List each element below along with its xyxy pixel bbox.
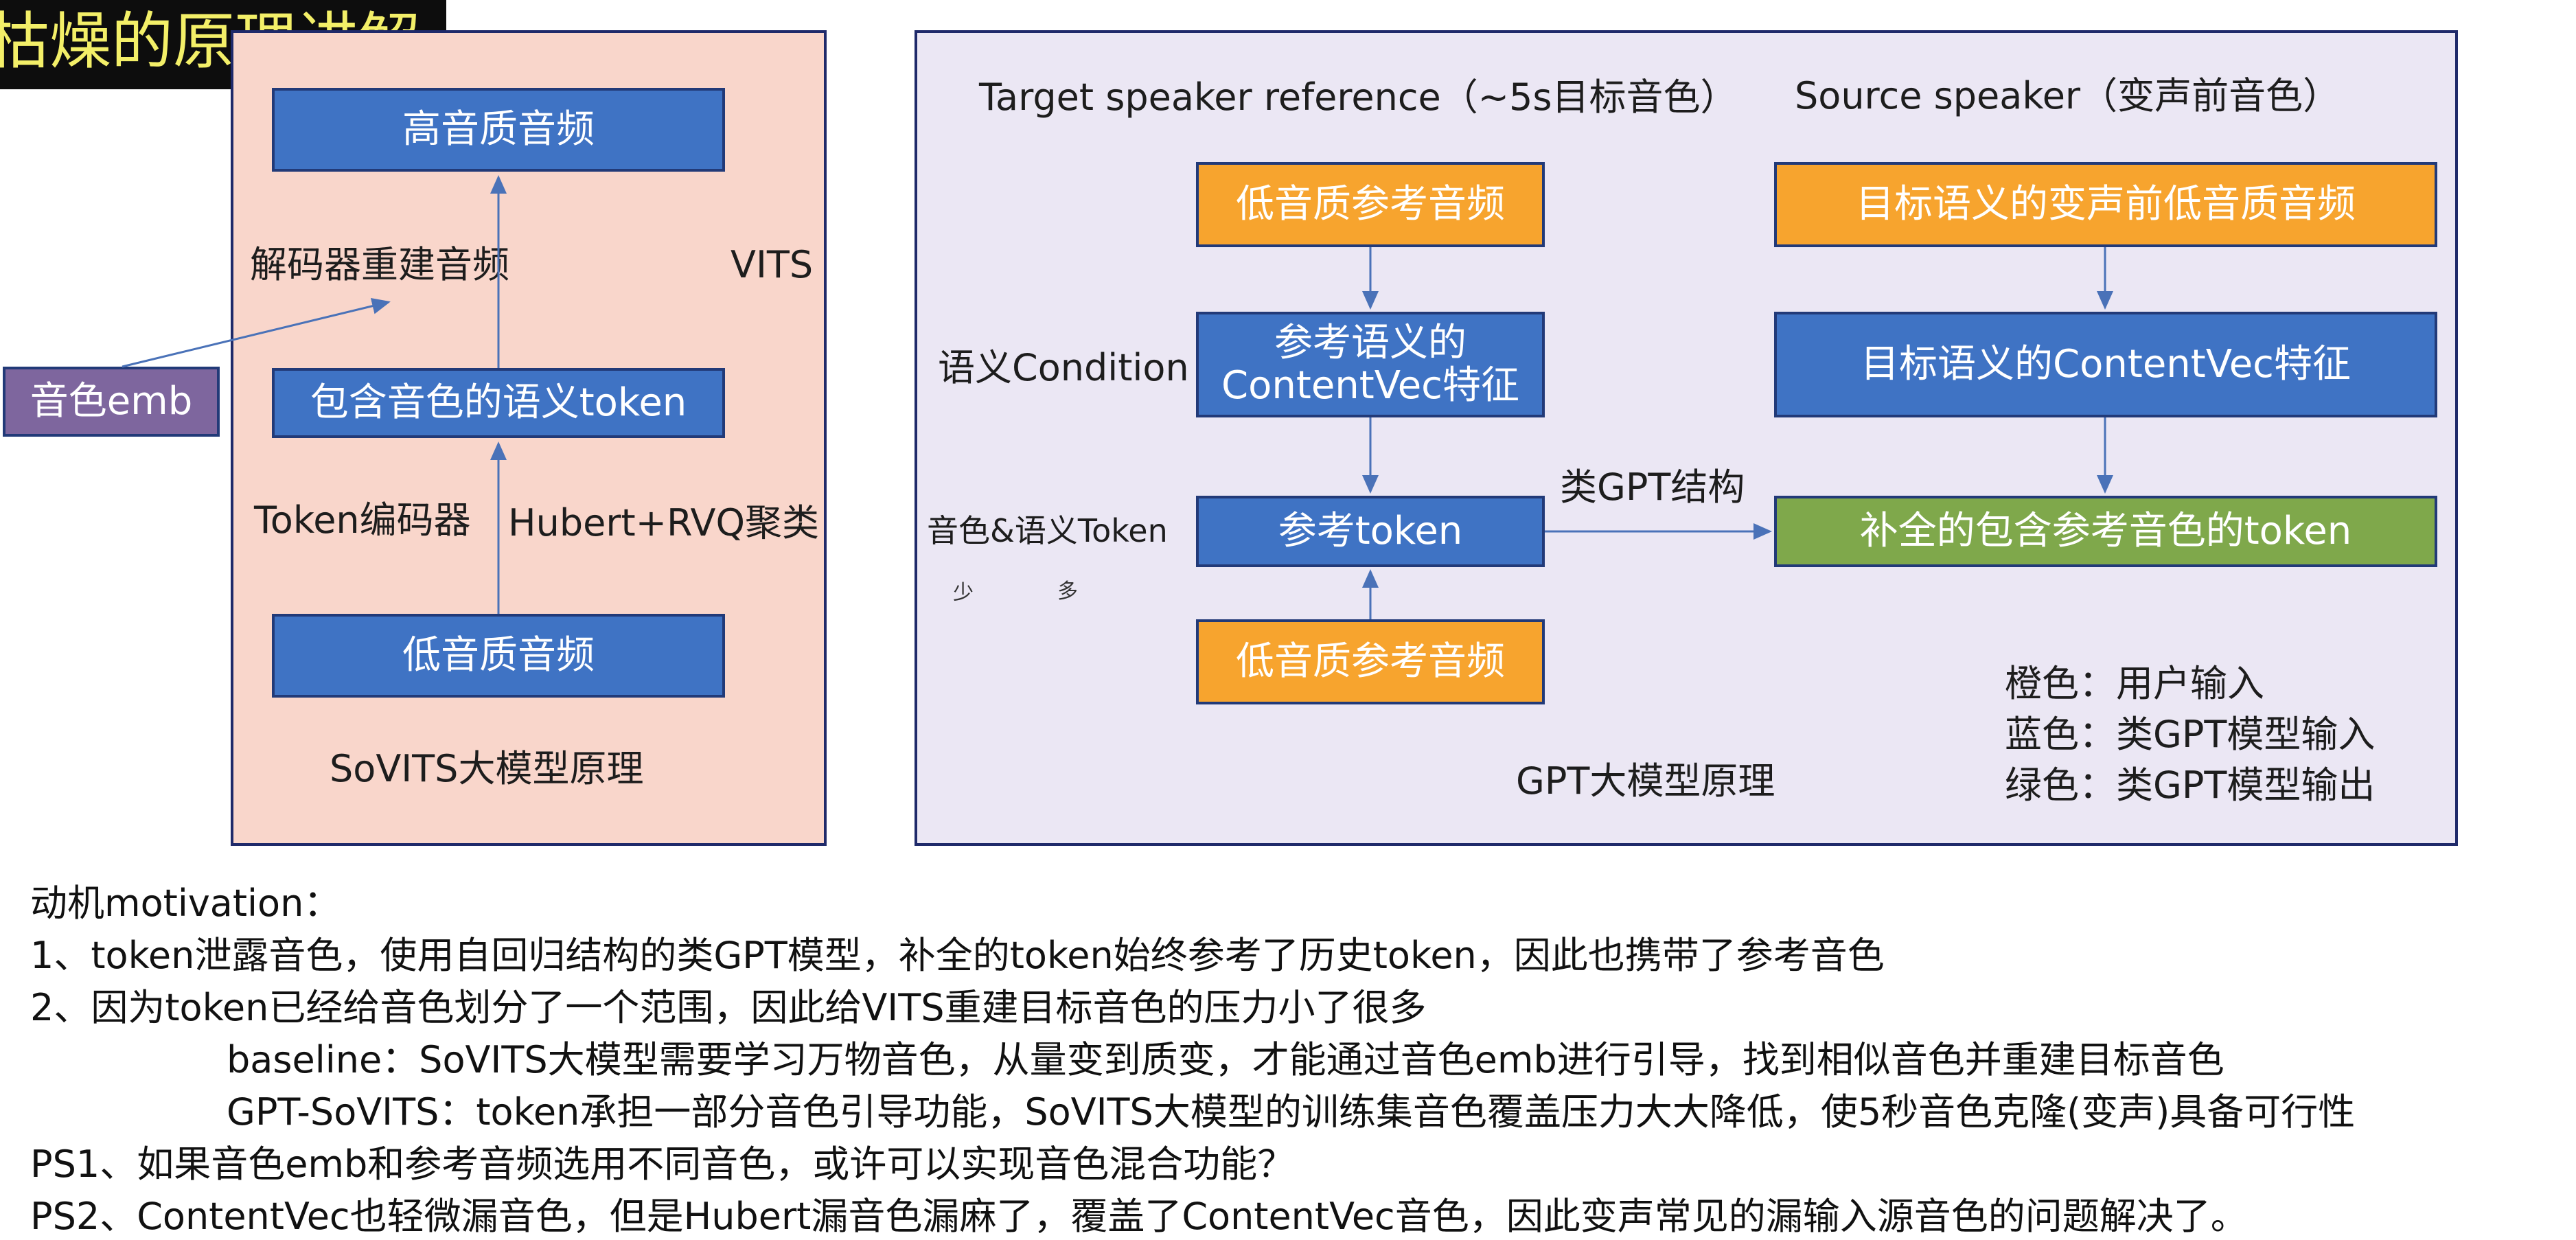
many-label: 多 — [1057, 579, 1078, 604]
low-quality-audio-box: 低音质音频 — [272, 614, 725, 698]
vits-label: VITS — [731, 243, 814, 286]
src-low-audio-box: 目标语义的变声前低音质音频 — [1774, 162, 2437, 247]
ref-low-audio-bottom-box: 低音质参考音频 — [1196, 619, 1545, 704]
timbre-emb-box: 音色emb — [3, 367, 220, 437]
completed-token-box: 补全的包含参考音色的token — [1774, 496, 2437, 567]
sovits-title: SoVITS大模型原理 — [330, 747, 644, 790]
ref-contentvec-box: 参考语义的 ContentVec特征 — [1196, 312, 1545, 417]
token-encoder-label: Token编码器 — [254, 498, 471, 542]
gpt-structure-label: 类GPT结构 — [1560, 466, 1745, 509]
notes-point-2: 2、因为token已经给音色划分了一个范围，因此给VITS重建目标音色的压力小了… — [30, 986, 1427, 1029]
ref-contentvec-line2: ContentVec特征 — [1221, 363, 1519, 408]
gpt-title: GPT大模型原理 — [1516, 759, 1775, 803]
notes-ps2: PS2、ContentVec也轻微漏音色，但是Hubert漏音色漏麻了，覆盖了C… — [30, 1195, 2248, 1238]
source-speaker-header: Source speaker（变声前音色） — [1795, 74, 2341, 117]
notes-point-1: 1、token泄露音色，使用自回归结构的类GPT模型，补全的token始终参考了… — [30, 934, 1885, 977]
hubert-rvq-label: Hubert+RVQ聚类 — [508, 501, 819, 544]
semantic-condition-label: 语义Condition — [938, 346, 1189, 389]
decoder-label: 解码器重建音频 — [250, 243, 509, 286]
ref-contentvec-line1: 参考语义的 — [1274, 321, 1467, 366]
notes-ps1: PS1、如果音色emb和参考音频选用不同音色，或许可以实现音色混合功能？ — [30, 1143, 1295, 1186]
ref-low-audio-top-box: 低音质参考音频 — [1196, 162, 1545, 247]
legend-orange: 橙色：用户输入 — [2005, 662, 2264, 705]
notes-baseline: baseline：SoVITS大模型需要学习万物音色，从量变到质变，才能通过音色… — [227, 1038, 2224, 1081]
few-label: 少 — [953, 581, 974, 605]
src-contentvec-box: 目标语义的ContentVec特征 — [1774, 312, 2437, 417]
notes-gpt-sovits: GPT-SoVITS：token承担一部分音色引导功能，SoVITS大模型的训练… — [227, 1090, 2356, 1134]
semantic-token-box: 包含音色的语义token — [272, 368, 725, 438]
high-quality-audio-box: 高音质音频 — [272, 88, 725, 172]
legend-blue: 蓝色：类GPT模型输入 — [2005, 713, 2376, 756]
target-speaker-header: Target speaker reference（~5s目标音色） — [979, 76, 1738, 119]
ref-token-box: 参考token — [1196, 496, 1545, 567]
timbre-semantic-token-label: 音色&语义Token — [927, 512, 1168, 549]
legend-green: 绿色：类GPT模型输出 — [2005, 763, 2376, 807]
notes-motivation: 动机motivation： — [30, 882, 341, 925]
